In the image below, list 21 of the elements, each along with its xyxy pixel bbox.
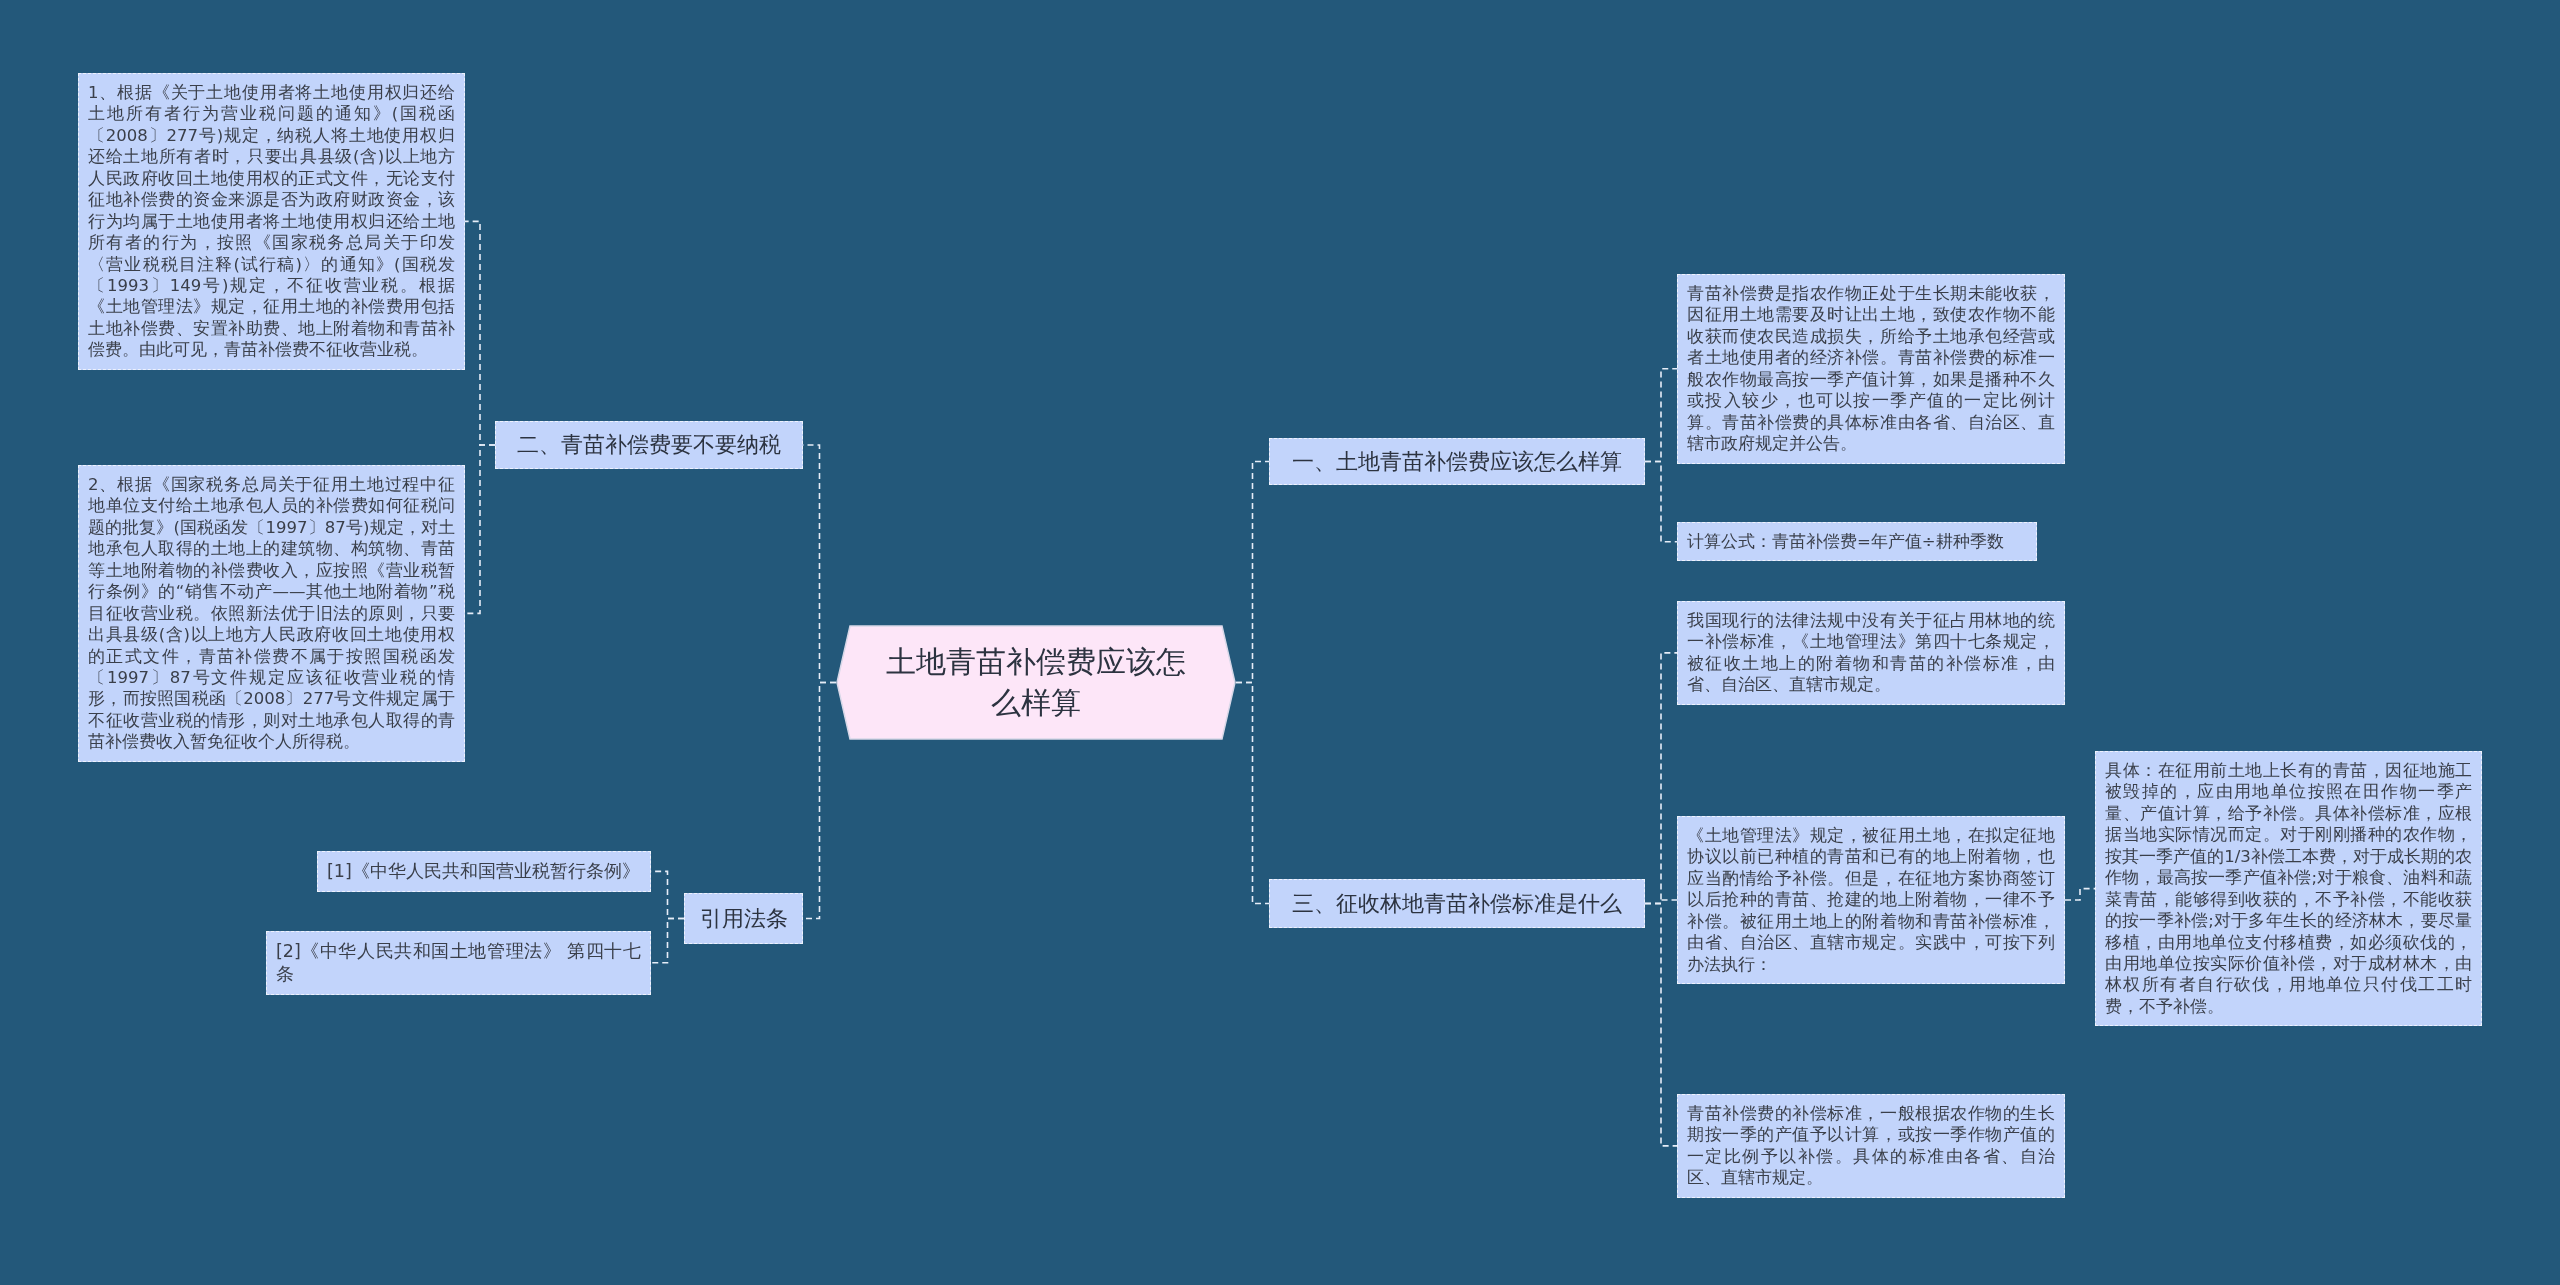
text-box: 青苗补偿费是指农作物正处于生长期未能收获，因征用土地需要及时让出土地，致使农作物不能收获而使农民造成损失，所给予土地承包经营或者土地使用者的经济补偿。青苗补偿费的标准一般农作物最高按一季产值计算，如果是播种不久或投入较少，也可以按一季产值的一定比例计算。青苗补偿费的具体标准由各省、自治区、直辖市政府规定并公告。 [1677,274,2065,464]
connector-line [1644,902,1678,1147]
text-box: [1]《中华人民共和国营业税暂行条例》 [317,851,651,892]
text-box: [2]《中华人民共和国土地管理法》 第四十七条 [266,931,651,995]
connector-line [2064,887,2096,901]
topic-box: 一、土地青苗补偿费应该怎么样算 [1269,438,1645,485]
text-box: 1、根据《关于土地使用者将土地使用权归还给土地所有者行为营业税问题的通知》(国税函〔2008〕277号)规定，纳税人将土地使用权归还给土地所有者时，只要出具县级(含)以上地方人民政府收回土地使用权的正式文件，无论支付征地补偿费的资金来源是否为政府财政资金，该行为均属于土地使用者将土地使用权归还给土地所有者的行为，按照《国家税务总局关于印发〈营业税税目注释(试行稿)〉的通知》(国税发〔1993〕149号)规定，不征收营业税。根据《土地管理法》规定，征用土地的补偿费用包括土地补偿费、安置补助费、地上附着物和青苗补偿费。由此可见，青苗补偿费不征收营业税。 [78,73,465,370]
connector-line [464,444,496,615]
text-box: 2、根据《国家税务总局关于征用土地过程中征地单位支付给土地承包人员的补偿费如何征税问题的批复》(国税函发〔1997〕87号)规定，对土地承包人取得的土地上的建筑物、构筑物、青苗等土地附着物的补偿费收入，应按照《营业税暂行条例》的“销售不动产——其他土地附着物”税目征收营业税。依照新法优于旧法的原则，只要出具县级(含)以上地方人民政府收回土地使用权的正式文件，青苗补偿费不属于按照国税函发〔1997〕87号文件规定应该征收营业税的情形，而按照国税函〔2008〕277号文件规定属于不征收营业税的情形，则对土地承包人取得的青苗补偿费收入暂免征收个人所得税。 [78,465,465,762]
text-box: 具体：在征用前土地上长有的青苗，因征地施工被毁掉的，应由用地单位按照在田作物一季产量、产值计算，给予补偿。具体补偿标准，应根据当地实际情况而定。对于刚刚播种的农作物，按其一季产值的1/3补偿工本费，对于成长期的农作物，最高按一季产值补偿;对于粮食、油料和蔬菜青苗，能够得到收获的，不予补偿，不能收获的按一季补偿;对于多年生长的经济林木，要尽量移植，由用地单位支付移植费，如必须砍伐的，由用地单位按实际价值补偿，对于成材林木，由林权所有者自行砍伐，用地单位只付伐工工时费，不予补偿。 [2095,751,2482,1027]
topic-box: 二、青苗补偿费要不要纳税 [495,421,803,469]
central-topic: 土地青苗补偿费应该怎么样算 [836,625,1236,740]
connector-line [650,917,685,964]
text-box: 我国现行的法律法规中没有关于征占用林地的统一补偿标准，《土地管理法》第四十七条规定，被征收土地上的附着物和青苗的补偿标准，由省、自治区、直辖市规定。 [1677,601,2065,705]
text-box: 《土地管理法》规定，被征用土地，在拟定征地协议以前已种植的青苗和已有的地上附着物，也应当酌情给予补偿。但是，在征地方案协商签订以后抢种的青苗、抢建的地上附着物，一律不予补偿。被征用土地上的附着物和青苗补偿标准，由省、自治区、直辖市规定。实践中，可按下列办法执行： [1677,816,2065,985]
topic-box: 引用法条 [684,893,803,944]
connector-line [1644,460,1678,543]
topic-box: 三、征收林地青苗补偿标准是什么 [1269,879,1645,928]
text-box: 计算公式：青苗补偿费=年产值÷耕种季数 [1677,522,2037,562]
text-box: 青苗补偿费的补偿标准，一般根据农作物的生长期按一季的产值予以计算，或按一季作物产值的一定比例予以补偿。具体的标准由各省、自治区、直辖市规定。 [1677,1094,2065,1198]
connector-line [1235,681,1270,905]
